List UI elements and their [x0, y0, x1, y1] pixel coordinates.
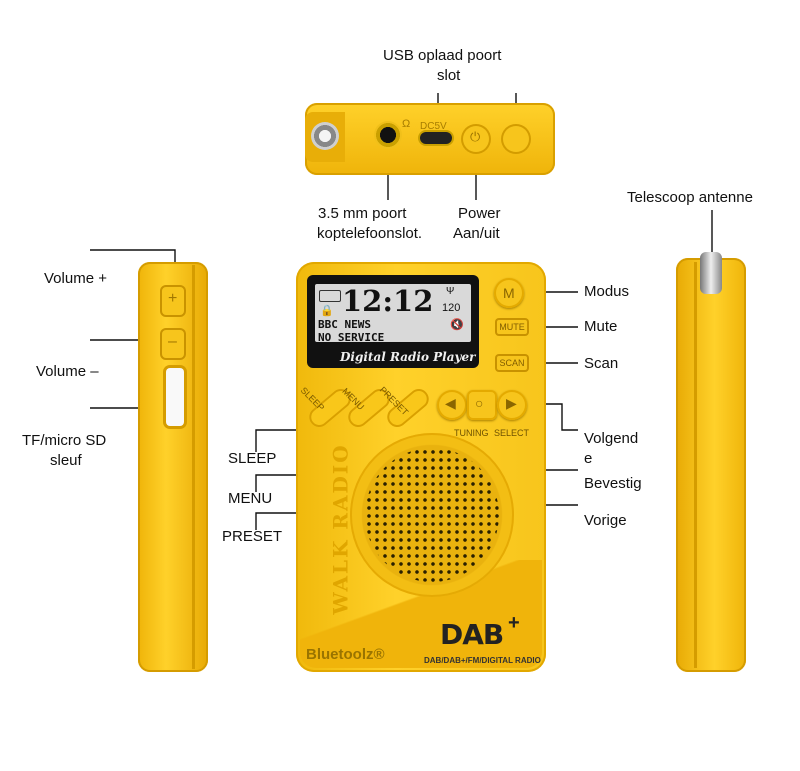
usb-port[interactable]: [420, 132, 452, 144]
display-line2: NO SERVICE: [318, 331, 385, 344]
chevron-left-icon: ◀: [445, 395, 456, 411]
brand-label: Bluetoolz®: [306, 646, 385, 663]
volume-up-label: Volume +: [44, 270, 107, 287]
left-side-device: [138, 262, 208, 672]
power-label-line2: Aan/uit: [453, 225, 500, 242]
previous-button[interactable]: [437, 390, 467, 420]
lcd-display: [315, 284, 471, 342]
modus-label: Modus: [584, 283, 630, 300]
bands-label: DAB/DAB+/FM/DIGITAL RADIO: [424, 656, 541, 665]
display-signal: 120: [442, 302, 461, 314]
sleep-label: SLEEP: [228, 450, 277, 467]
select-icon: ○: [475, 395, 484, 411]
left-side-strip: [192, 265, 195, 669]
telescopic-antenna-icon: [700, 252, 722, 294]
mute-display-icon: 🔇: [450, 319, 464, 331]
dc-label: DC5V: [420, 121, 447, 132]
tf-label-line2: sleuf: [50, 452, 82, 469]
signal-icon: Ψ: [446, 286, 455, 297]
headphone-label: 3.5 mm poort: [318, 205, 407, 222]
mute-label: Mute: [584, 318, 618, 335]
tuning-label: TUNING: [454, 428, 489, 438]
menu-label: MENU: [228, 490, 273, 507]
previous-label: Vorige: [584, 512, 627, 529]
right-side-device: [676, 258, 746, 672]
power-button[interactable]: [463, 126, 489, 152]
modus-button[interactable]: [494, 278, 524, 308]
power-label: Power: [458, 205, 501, 222]
power-icon: ⏻: [470, 129, 481, 144]
headphone-jack[interactable]: [374, 121, 402, 149]
usb-label: USB oplaad poort: [383, 47, 502, 64]
next-label-line2: e: [584, 450, 593, 467]
chevron-right-icon: ▶: [506, 395, 517, 411]
display-line1: BBC NEWS: [318, 318, 371, 331]
tf-label: TF/micro SD: [22, 432, 107, 449]
walk-radio-text: WALK RADIO: [328, 443, 353, 615]
battery-icon: [319, 290, 341, 302]
select-button[interactable]: [467, 390, 497, 420]
display-time: 12:12: [342, 284, 434, 318]
sd-card-slot[interactable]: [166, 368, 184, 426]
speaker-grille: [365, 448, 499, 582]
volume-down-button[interactable]: [160, 328, 186, 360]
next-label: Volgend: [584, 430, 639, 447]
volume-down-label: Volume –: [36, 363, 99, 380]
confirm-label: Bevestig: [584, 475, 642, 492]
volume-up-button[interactable]: [160, 285, 186, 317]
volume-down-icon: –: [168, 333, 177, 350]
dab-logo: DAB: [440, 618, 504, 651]
display-subtitle: Digital Radio Player: [340, 350, 476, 364]
scan-button[interactable]: SCAN: [495, 354, 529, 372]
top-side-button[interactable]: [503, 126, 529, 152]
next-button[interactable]: [497, 390, 527, 420]
antenna-knob-icon: [311, 122, 339, 150]
usb-label-line2: slot: [437, 67, 461, 84]
dab-plus: +: [508, 612, 520, 634]
antenna-label: Telescoop antenne: [627, 189, 753, 206]
headphone-label-line2: koptelefoonslot.: [317, 225, 423, 242]
right-side-strip: [694, 262, 697, 668]
mute-button[interactable]: MUTE: [495, 318, 529, 336]
scan-label: Scan: [584, 355, 619, 372]
headphone-icon: Ω: [402, 118, 411, 130]
select-label: SELECT: [494, 428, 530, 438]
volume-up-icon: +: [168, 290, 178, 307]
lock-icon: 🔒: [320, 305, 334, 317]
modus-button-label: M: [503, 285, 515, 301]
preset-label: PRESET: [222, 528, 283, 545]
